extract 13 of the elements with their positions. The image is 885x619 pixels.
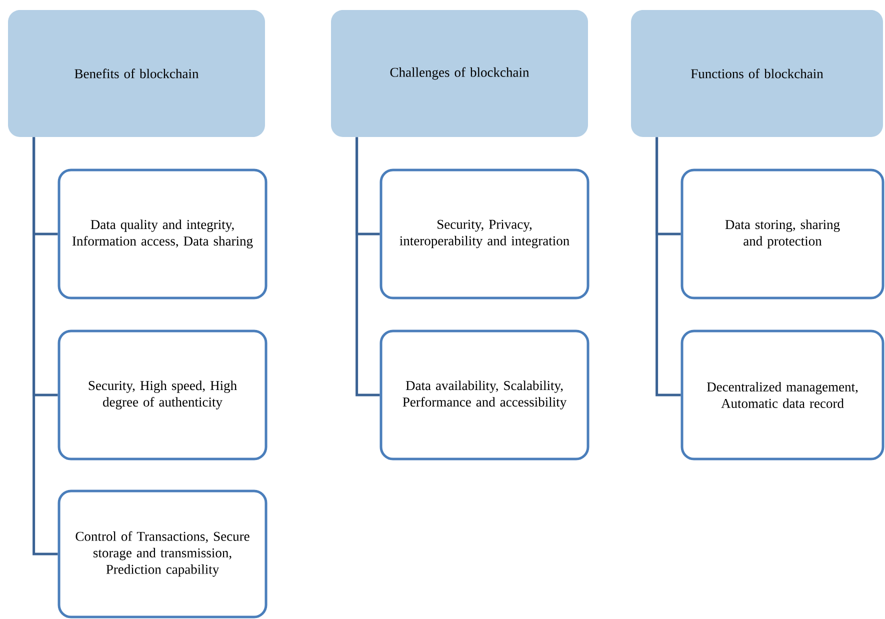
item-box: Data quality and integrity, Information access, Data sharing bbox=[58, 168, 268, 300]
connector-line bbox=[656, 137, 681, 396]
header-box: Benefits of blockchain bbox=[8, 10, 265, 137]
item-box: Security, Privacy, interoperability and integration bbox=[380, 168, 590, 300]
item-box: Data availability, Scalability, Performance and accessibility bbox=[380, 330, 590, 460]
connector-line bbox=[32, 137, 58, 556]
item-box: Decentralized management, Automatic data record bbox=[680, 330, 884, 460]
item-box: Data storing, sharing and protection bbox=[680, 168, 884, 300]
header-box: Functions of blockchain bbox=[631, 10, 883, 137]
item-box: Control of Transactions, Secure storage and transmission, Prediction capability bbox=[58, 490, 268, 618]
header-box: Challenges of blockchain bbox=[331, 10, 588, 137]
item-box: Security, High speed, High degree of authenticity bbox=[58, 330, 268, 460]
connector-line bbox=[356, 137, 380, 396]
